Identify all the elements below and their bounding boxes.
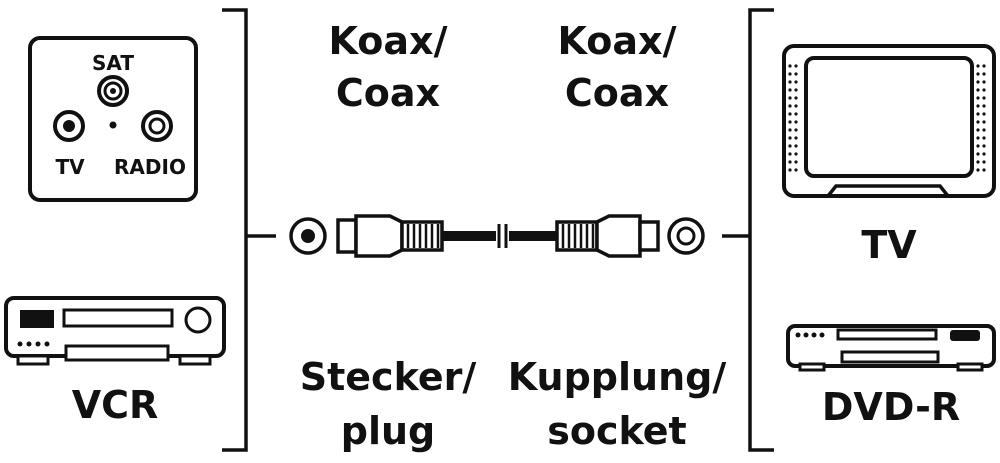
- left-bracket: [222, 8, 276, 452]
- plug-type-label-line2: Coax: [336, 71, 440, 115]
- socket-end-icon: [667, 217, 705, 255]
- plug-type-label-line1: Koax/: [329, 19, 448, 63]
- socket-label-line2: socket: [547, 409, 686, 453]
- sat-connector-icon: [97, 75, 129, 107]
- socket-label-line1: Kupplung/: [508, 355, 727, 399]
- plug-side-icon: [336, 214, 444, 258]
- tv-label: TV: [861, 223, 917, 267]
- plug-label-line1: Stecker/: [300, 355, 477, 399]
- tv-icon: [782, 44, 996, 198]
- right-bracket: [722, 8, 774, 452]
- socket-type-label-line2: Coax: [565, 71, 669, 115]
- vcr-icon: [4, 296, 226, 366]
- dvd-recorder-icon: [786, 324, 996, 372]
- vcr-label: VCR: [72, 383, 159, 427]
- radio-connector-icon: [141, 110, 173, 142]
- wall-antenna-socket: SAT TV RADIO: [28, 36, 198, 202]
- plug-end-icon: [289, 217, 327, 255]
- radio-port-label: RADIO: [114, 155, 186, 179]
- sat-label: SAT: [92, 51, 134, 75]
- coax-cable: [289, 214, 705, 258]
- socket-side-icon: [555, 214, 660, 258]
- tv-port-label: TV: [55, 155, 85, 179]
- socket-type-label-line1: Koax/: [558, 19, 677, 63]
- tv-connector-icon: [53, 110, 85, 142]
- socket-center-dot: [109, 121, 117, 129]
- plug-label-line2: plug: [341, 409, 435, 453]
- dvd-label: DVD-R: [822, 385, 960, 429]
